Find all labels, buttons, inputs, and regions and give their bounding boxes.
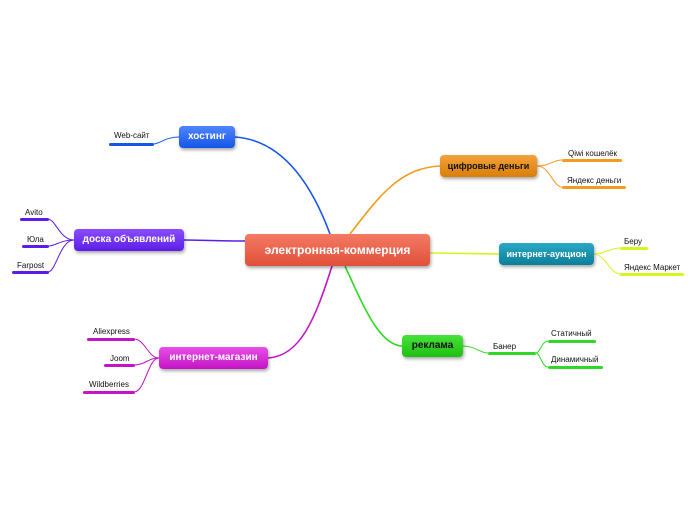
connector-shop: [267, 265, 333, 359]
leaf-underline: [488, 352, 536, 355]
leaf-farpost[interactable]: Farpost: [17, 261, 45, 270]
branch-shop[interactable]: интернет-магазин: [159, 347, 268, 369]
leaf-beru[interactable]: Беру: [624, 237, 643, 246]
leaf-underline: [22, 245, 49, 248]
leaf-underline: [620, 247, 648, 250]
leaf-aliexpress[interactable]: Aliexpress: [93, 327, 130, 336]
leaf-underline: [20, 218, 49, 221]
connector-doska: [183, 239, 246, 242]
root-node[interactable]: электронная-коммерция: [245, 234, 430, 266]
branch-doska-label[interactable]: доска объявлений: [74, 229, 184, 251]
connector-auction: [429, 252, 500, 255]
leaf-underline: [83, 391, 135, 394]
leaf-yandex-market[interactable]: Яндекс Маркет: [624, 263, 681, 272]
branch-hosting[interactable]: хостинг: [179, 126, 235, 148]
branch-money[interactable]: цифровые деньги: [440, 155, 537, 177]
leaf-underline: [12, 271, 49, 274]
leaf-static[interactable]: Статичный: [551, 329, 592, 338]
leaf-underline: [104, 364, 135, 367]
leaf-underline: [109, 143, 154, 146]
leaf-avito[interactable]: Avito: [25, 208, 43, 217]
branch-ads[interactable]: реклама: [402, 335, 463, 357]
leaf-web-site[interactable]: Web-сайт: [114, 131, 150, 140]
leaf-baner[interactable]: Банер: [493, 342, 517, 351]
leaf-yandex-money[interactable]: Яндекс деньги: [567, 176, 622, 185]
leaf-underline: [548, 366, 603, 369]
leaf-dynamic[interactable]: Динамичный: [551, 355, 599, 364]
connector-hosting: [234, 136, 331, 235]
leaf-joom[interactable]: Joom: [110, 354, 130, 363]
leaf-qiwi[interactable]: Qiwi кошелёк: [568, 149, 618, 158]
leaf-underline: [87, 338, 135, 341]
leaf-underline: [562, 186, 626, 189]
leaf-underline: [620, 273, 684, 276]
connector-money: [349, 165, 441, 235]
leaf-underline: [548, 340, 596, 343]
leaf-yula[interactable]: Юла: [27, 235, 44, 244]
connector-ads: [344, 265, 403, 347]
leaf-underline: [562, 159, 622, 162]
branch-auction[interactable]: интернет-аукцион: [499, 243, 594, 265]
leaf-wildberries[interactable]: Wildberries: [89, 380, 130, 389]
